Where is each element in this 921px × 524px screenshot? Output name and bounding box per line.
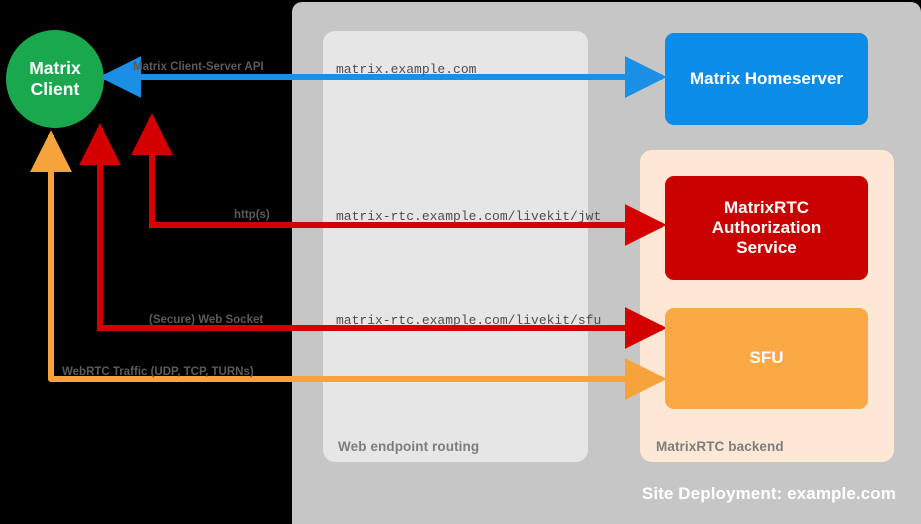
endpoint-label-livekit-sfu: matrix-rtc.example.com/livekit/sfu — [336, 313, 602, 328]
node-matrix-client: Matrix Client — [6, 30, 104, 128]
edge-label-websocket: (Secure) Web Socket — [149, 314, 264, 326]
auth-service-line1: MatrixRTC — [723, 197, 809, 217]
node-sfu: SFU — [665, 308, 868, 409]
matrix-client-line1: Matrix — [29, 58, 81, 79]
node-matrix-homeserver: Matrix Homeserver — [665, 33, 868, 125]
edge-webrtc — [29, 130, 667, 400]
matrixrtc-backend-label: MatrixRTC backend — [656, 439, 784, 454]
edge-label-webrtc: WebRTC Traffic (UDP, TCP, TURNs) — [62, 366, 254, 378]
sfu-label: SFU — [749, 348, 784, 368]
endpoint-label-matrix-domain: matrix.example.com — [336, 62, 477, 77]
site-deployment-label: Site Deployment: example.com — [641, 484, 896, 503]
endpoint-label-livekit-jwt: matrix-rtc.example.com/livekit/jwt — [336, 209, 602, 224]
web-endpoint-routing-label: Web endpoint routing — [338, 439, 480, 454]
auth-service-line2: Authorization — [711, 217, 822, 237]
edge-label-cs-api: Matrix Client-Server API — [133, 61, 264, 73]
matrix-homeserver-label: Matrix Homeserver — [689, 68, 844, 88]
matrix-client-line2: Client — [30, 79, 80, 99]
edge-label-https: http(s) — [234, 209, 270, 221]
node-matrixrtc-authorization-service: MatrixRTC Authorization Service — [665, 176, 868, 280]
auth-service-line3: Service — [736, 238, 797, 258]
